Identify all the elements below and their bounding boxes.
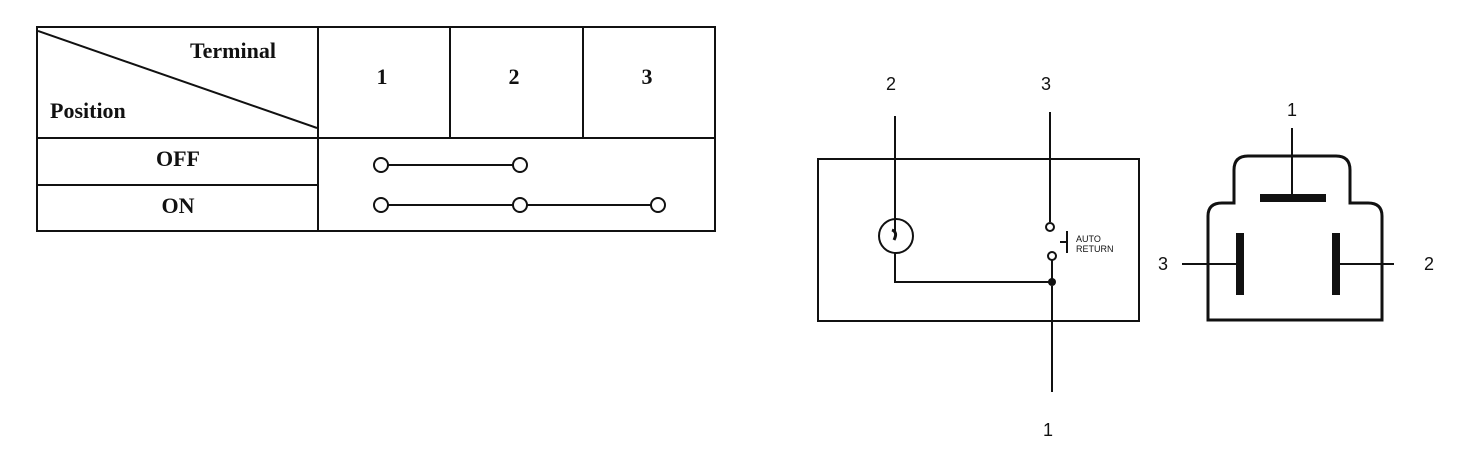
pin-label-3: 3 bbox=[1158, 254, 1169, 274]
wiring-diagram: 2 3 1 AUTO RETURN bbox=[800, 60, 1160, 456]
terminal-label-3: 3 bbox=[1041, 74, 1052, 94]
connector-graphics bbox=[1182, 128, 1394, 322]
table-graphics bbox=[38, 30, 666, 213]
row-label-on: ON bbox=[161, 193, 195, 218]
pin-3-blade bbox=[1236, 233, 1244, 295]
pin-label-2: 2 bbox=[1424, 254, 1435, 274]
terminal-header-1: 1 bbox=[376, 64, 388, 89]
on-row-connection bbox=[373, 197, 666, 213]
header-diagonal bbox=[38, 30, 318, 129]
table-divider bbox=[317, 28, 319, 230]
lamp-wire bbox=[894, 253, 1052, 283]
terminal-dot-1 bbox=[373, 197, 389, 213]
table-divider bbox=[38, 137, 714, 139]
junction-node bbox=[1048, 278, 1056, 286]
wiring-diagram-graphics bbox=[817, 112, 1140, 392]
row-label-off: OFF bbox=[156, 146, 200, 171]
header-position: Position bbox=[50, 98, 126, 123]
auto-return-label-line2: RETURN bbox=[1076, 244, 1114, 254]
switch-contact-upper bbox=[1045, 222, 1055, 232]
pin-label-1: 1 bbox=[1287, 100, 1298, 120]
terminal-header-2: 2 bbox=[508, 64, 520, 89]
auto-return-label-line1: AUTO bbox=[1076, 234, 1101, 244]
off-row-connection bbox=[373, 157, 528, 173]
terminal-label-2: 2 bbox=[886, 74, 897, 94]
switch-housing bbox=[817, 158, 1140, 322]
terminal-dot-2 bbox=[512, 197, 528, 213]
pin-2-blade bbox=[1332, 233, 1340, 295]
connector-view: 1 3 2 bbox=[1150, 90, 1460, 350]
terminal-label-1: 1 bbox=[1043, 420, 1054, 440]
table-divider bbox=[38, 184, 318, 186]
terminal-position-table: Terminal Position 1 2 3 OFF ON bbox=[36, 26, 716, 232]
terminal-dot-3 bbox=[650, 197, 666, 213]
terminal-dot-1 bbox=[373, 157, 389, 173]
switch-contact-lower bbox=[1047, 251, 1057, 261]
auto-return-label: AUTO RETURN bbox=[1076, 234, 1114, 254]
table-divider bbox=[449, 28, 451, 138]
table-divider bbox=[582, 28, 584, 138]
terminal-dot-2 bbox=[512, 157, 528, 173]
terminal-header-3: 3 bbox=[641, 64, 653, 89]
header-terminal: Terminal bbox=[190, 38, 276, 63]
pin-1-blade bbox=[1260, 194, 1326, 202]
lamp-filament bbox=[891, 228, 898, 241]
connector-outline bbox=[1206, 154, 1384, 322]
